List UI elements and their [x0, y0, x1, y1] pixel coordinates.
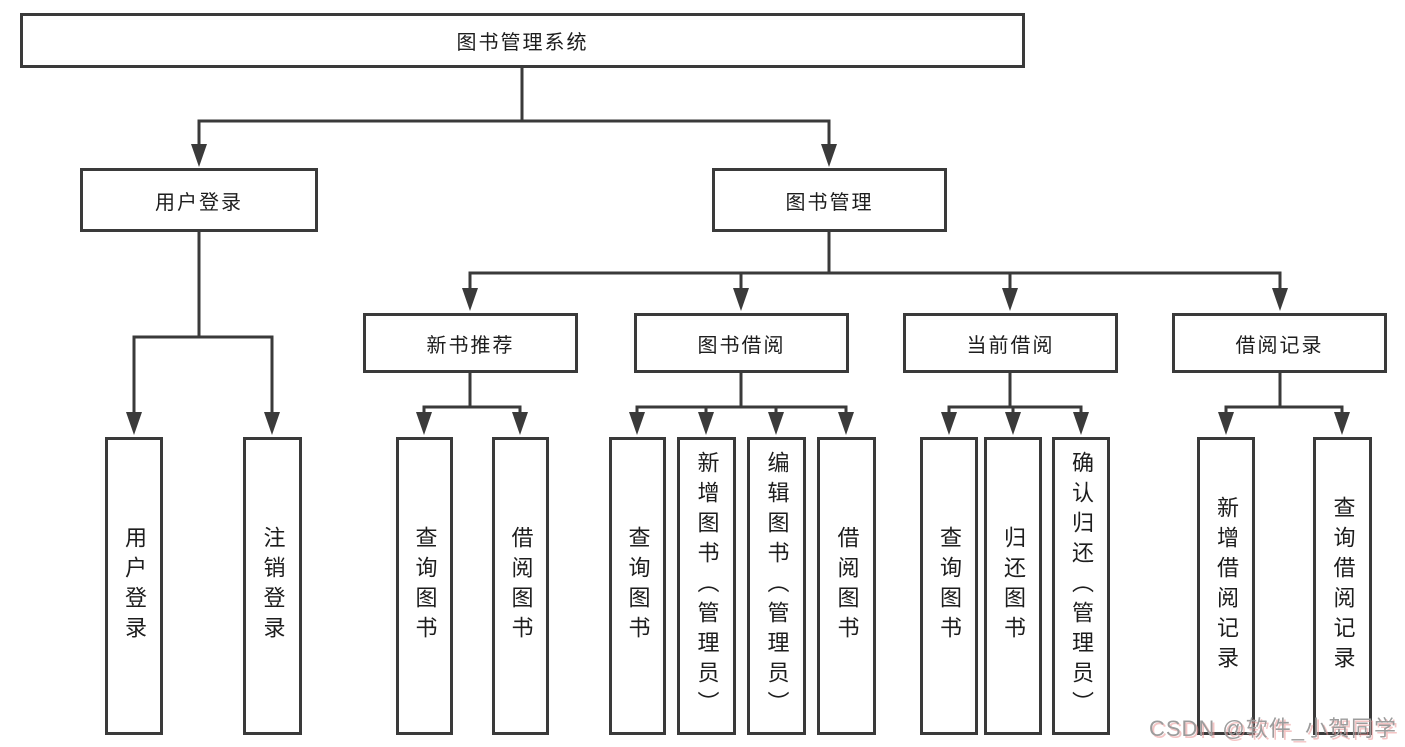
node-label: 当前借阅: [966, 334, 1055, 357]
leaf-label: 归还图书: [1001, 526, 1026, 646]
leaf-logout: 注销登录: [243, 437, 302, 735]
node-label: 图书管理系统: [456, 32, 589, 54]
node-label: 用户登录: [155, 191, 243, 214]
arrow-down-icon: [838, 412, 854, 435]
leaf-query-borrow-record: 查询借阅记录: [1313, 437, 1372, 735]
leaf-borrow-books: 借阅图书: [817, 437, 876, 735]
leaf-add-books-admin: 新增图书（管理员）: [677, 437, 736, 735]
leaf-query-books: 查询图书: [396, 437, 453, 735]
arrow-down-icon: [768, 412, 784, 435]
arrow-down-icon: [629, 412, 645, 435]
node-label: 图书管理: [785, 191, 874, 214]
leaf-label: 查询图书: [625, 526, 651, 646]
arrow-down-icon: [941, 412, 957, 435]
leaf-label: 借阅图书: [834, 526, 860, 646]
arrow-down-icon: [1002, 288, 1018, 311]
leaf-query-books: 查询图书: [920, 437, 978, 735]
arrow-down-icon: [191, 144, 207, 167]
arrow-down-icon: [462, 288, 478, 311]
leaf-label: 确认归还（管理员）: [1069, 451, 1094, 721]
leaf-query-books: 查询图书: [609, 437, 666, 735]
node-book-borrow: 图书借阅: [634, 313, 849, 373]
leaf-label: 注销登录: [260, 526, 286, 646]
node-book-management: 图书管理: [712, 168, 947, 232]
leaf-borrow-books: 借阅图书: [492, 437, 549, 735]
arrow-down-icon: [1005, 412, 1021, 435]
arrow-down-icon: [512, 412, 528, 435]
leaf-add-borrow-record: 新增借阅记录: [1197, 437, 1255, 735]
arrow-down-icon: [821, 144, 837, 167]
arrow-down-icon: [126, 412, 142, 435]
arrow-down-icon: [1073, 412, 1089, 435]
leaf-label: 查询借阅记录: [1330, 496, 1356, 676]
leaf-label: 新增图书（管理员）: [694, 451, 720, 721]
arrow-down-icon: [1218, 412, 1234, 435]
node-library-system: 图书管理系统: [20, 13, 1025, 68]
leaf-return-books: 归还图书: [984, 437, 1042, 735]
node-user-login: 用户登录: [80, 168, 318, 232]
leaf-label: 查询图书: [937, 526, 962, 646]
node-borrow-records: 借阅记录: [1172, 313, 1387, 373]
node-label: 图书借阅: [697, 334, 786, 357]
leaf-label: 借阅图书: [508, 526, 534, 646]
leaf-label: 新增借阅记录: [1214, 496, 1239, 676]
leaf-user-login: 用户登录: [105, 437, 163, 735]
arrow-down-icon: [264, 412, 280, 435]
arrow-down-icon: [733, 288, 749, 311]
leaf-label: 编辑图书（管理员）: [764, 451, 790, 721]
leaf-label: 用户登录: [122, 526, 147, 646]
arrow-down-icon: [1334, 412, 1350, 435]
arrow-down-icon: [1272, 288, 1288, 311]
arrow-down-icon: [698, 412, 714, 435]
watermark: CSDN @软件_小贺同学: [1148, 716, 1397, 741]
leaf-label: 查询图书: [412, 526, 438, 646]
node-current-borrow: 当前借阅: [903, 313, 1118, 373]
leaf-edit-books-admin: 编辑图书（管理员）: [747, 437, 806, 735]
node-new-book-recommend: 新书推荐: [363, 313, 578, 373]
leaf-confirm-return-admin: 确认归还（管理员）: [1052, 437, 1110, 735]
node-label: 借阅记录: [1235, 334, 1324, 357]
arrow-down-icon: [416, 412, 432, 435]
node-label: 新书推荐: [426, 334, 515, 357]
